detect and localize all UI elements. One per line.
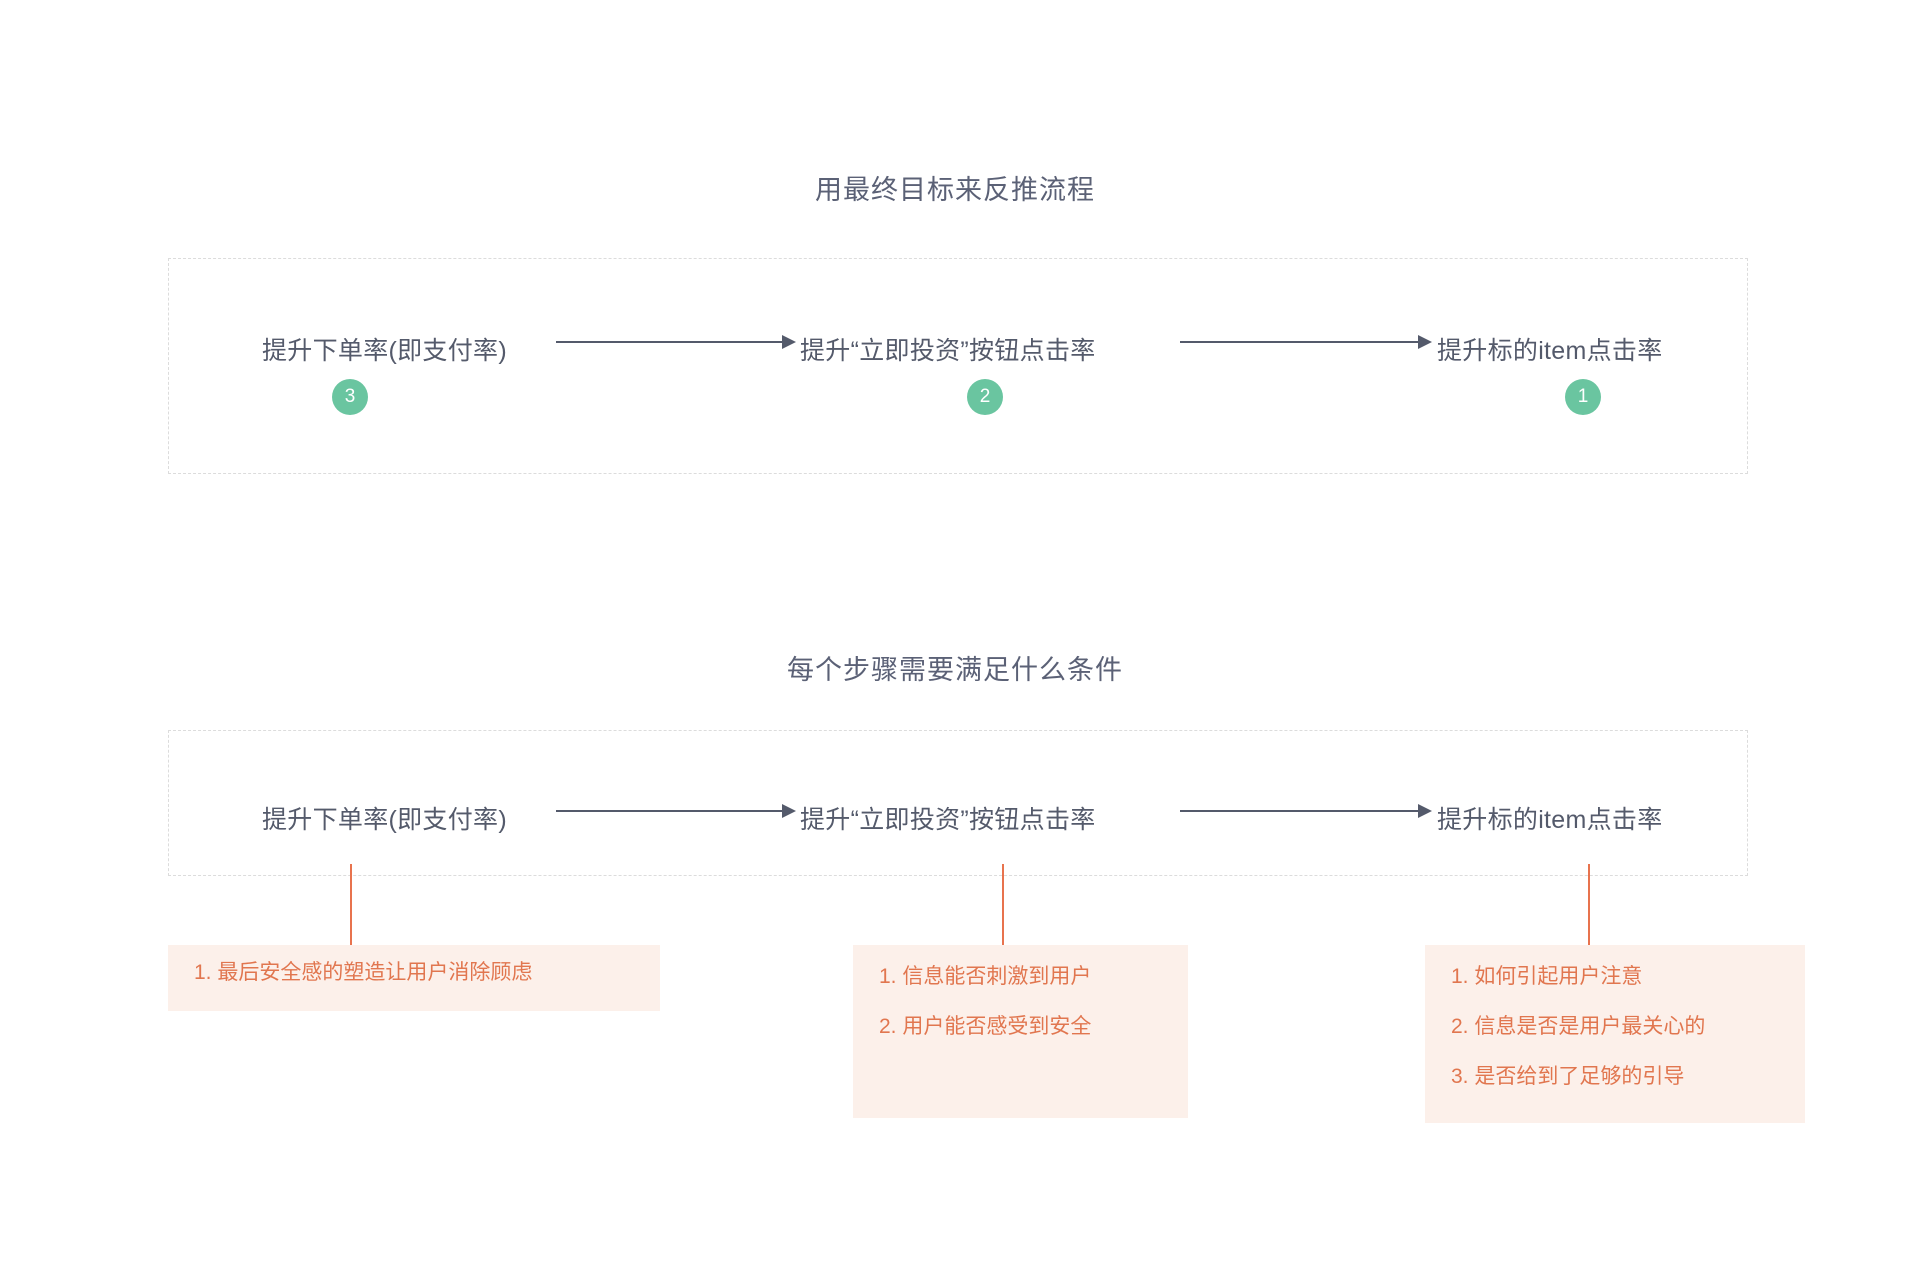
flow-step-label-item-ctr: 提升标的item点击率 [1437,337,1663,365]
note-line: 2. 信息是否是用户最关心的 [1451,1015,1706,1038]
section-title-step-conditions: 每个步骤需要满足什么条件 [787,655,1123,685]
condition-arrow-1-right [556,800,796,822]
condition-note-box-2: 1. 信息能否刺激到用户 2. 用户能否感受到安全 [853,945,1188,1118]
flow-container-section-2 [168,730,1748,876]
note-connector-line-2 [1002,864,1004,946]
note-line: 1. 最后安全感的塑造让用户消除顾虑 [194,961,533,984]
note-line: 3. 是否给到了足够的引导 [1451,1065,1685,1088]
condition-step-label-invest-button-ctr: 提升“立即投资”按钮点击率 [800,806,1096,834]
note-line: 2. 用户能否感受到安全 [879,1015,1092,1038]
flow-step-label-order-rate: 提升下单率(即支付率) [262,337,507,365]
flow-step-label-invest-button-ctr: 提升“立即投资”按钮点击率 [800,337,1096,365]
flow-arrow-2-right [1180,331,1432,353]
step-order-badge-1: 1 [1565,379,1601,415]
flow-container-section-1 [168,258,1748,474]
note-connector-line-1 [350,864,352,946]
condition-note-box-1: 1. 最后安全感的塑造让用户消除顾虑 [168,945,660,1011]
step-order-badge-2: 2 [967,379,1003,415]
step-order-badge-3: 3 [332,379,368,415]
condition-step-label-item-ctr: 提升标的item点击率 [1437,806,1663,834]
flow-arrow-1-right [556,331,796,353]
note-line: 1. 如何引起用户注意 [1451,965,1643,988]
condition-note-box-3: 1. 如何引起用户注意 2. 信息是否是用户最关心的 3. 是否给到了足够的引导 [1425,945,1805,1123]
note-connector-line-3 [1588,864,1590,946]
section-title-goal-backtrack: 用最终目标来反推流程 [815,175,1095,205]
condition-arrow-2-right [1180,800,1432,822]
condition-step-label-order-rate: 提升下单率(即支付率) [262,806,507,834]
note-line: 1. 信息能否刺激到用户 [879,965,1092,988]
